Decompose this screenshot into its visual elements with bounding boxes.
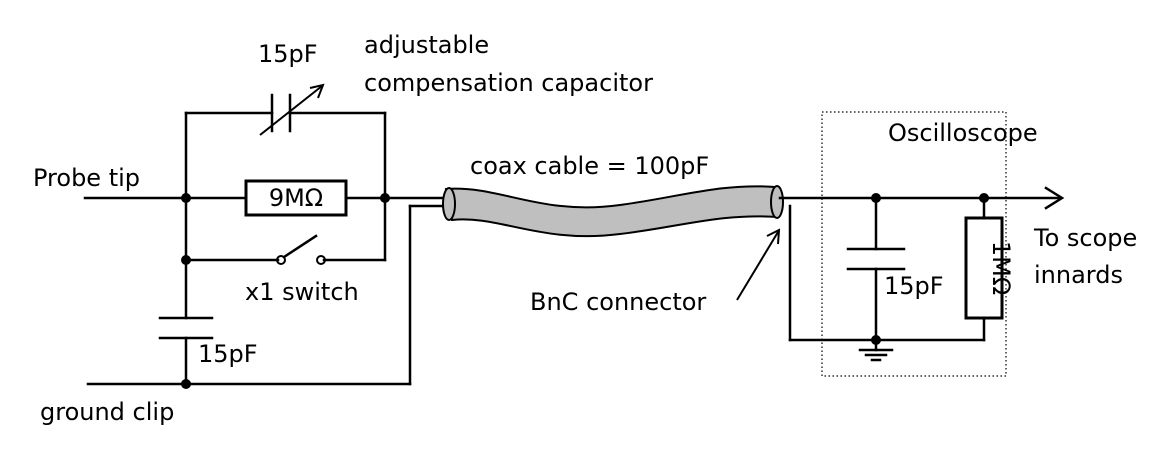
coax-cable bbox=[442, 185, 784, 238]
adjustable-capacitor bbox=[259, 83, 325, 136]
scope-capacitor bbox=[846, 247, 906, 271]
x1-switch bbox=[276, 234, 326, 265]
comp-cap-desc-line1: adjustable bbox=[364, 31, 489, 59]
resistor-9m-label: 9MΩ bbox=[269, 184, 323, 212]
ground-clip-label: ground clip bbox=[40, 398, 174, 426]
probe-capacitor bbox=[158, 316, 214, 340]
resistor-1m bbox=[964, 216, 1004, 320]
coax-label: coax cable = 100pF bbox=[470, 152, 709, 180]
comp-cap-desc-line2: compensation capacitor bbox=[364, 69, 653, 97]
junction-dots bbox=[181, 193, 989, 389]
bnc-pointer-arrow bbox=[736, 228, 781, 301]
oscilloscope-label: Oscilloscope bbox=[888, 119, 1038, 147]
scope-wiring bbox=[778, 186, 1065, 352]
comp-cap-value-label: 15pF bbox=[258, 40, 318, 68]
scope-cap-value-label: 15pF bbox=[884, 272, 944, 300]
resistor-9m bbox=[244, 179, 348, 217]
probe-wiring bbox=[83, 111, 446, 386]
oscilloscope-boundary bbox=[821, 111, 1007, 377]
ground-symbol bbox=[858, 348, 894, 362]
resistor-1m-label: 1MΩ bbox=[987, 241, 1015, 295]
to-scope-line2: innards bbox=[1034, 261, 1123, 289]
bnc-label: BnC connector bbox=[530, 288, 706, 316]
probe-cap-value-label: 15pF bbox=[198, 340, 258, 368]
to-scope-line1: To scope bbox=[1033, 224, 1137, 252]
probe-tip-label: Probe tip bbox=[33, 164, 140, 192]
switch-label: x1 switch bbox=[245, 278, 359, 306]
